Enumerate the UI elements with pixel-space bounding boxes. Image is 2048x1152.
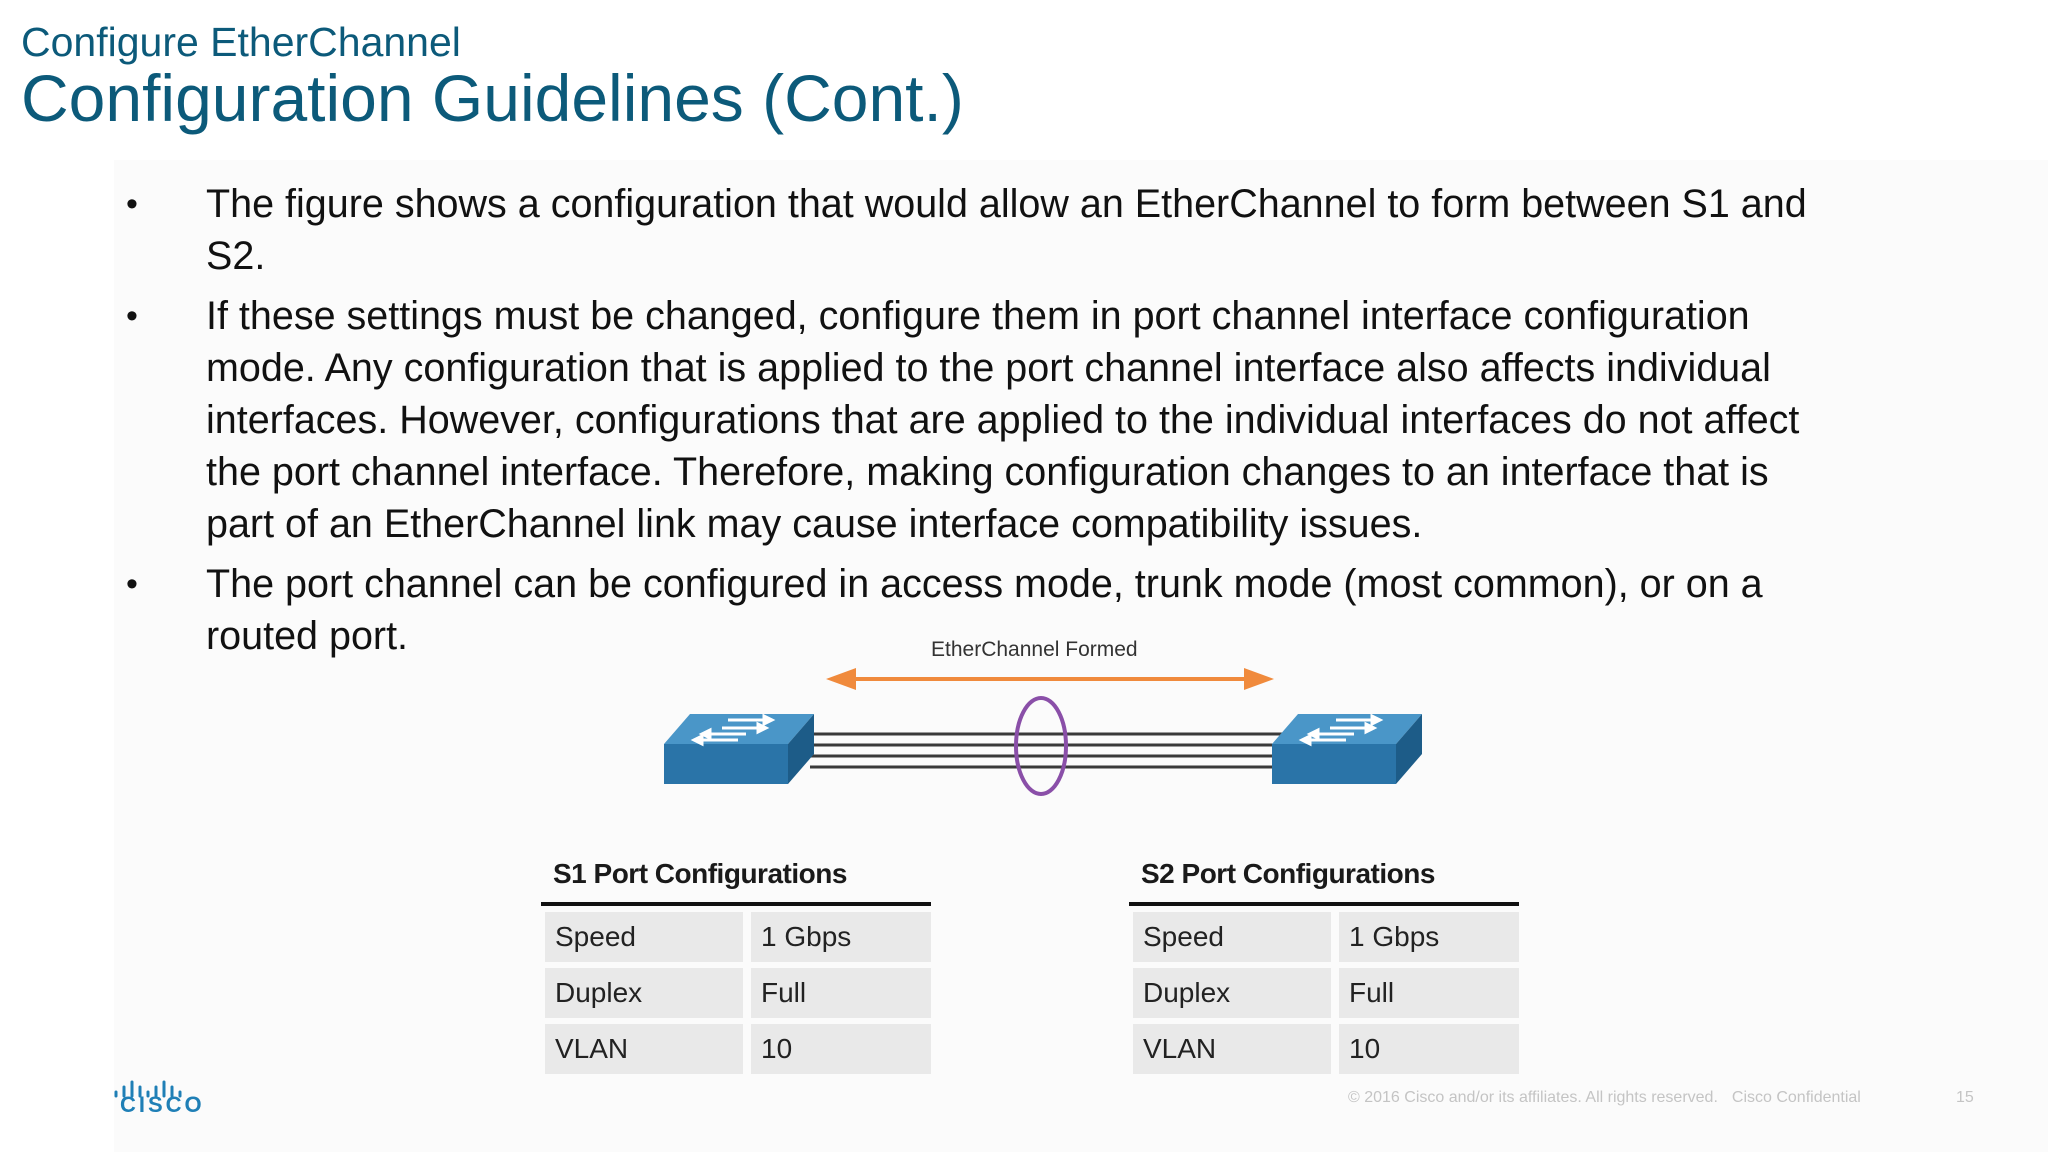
table-cell-key: Speed <box>1133 912 1331 962</box>
confidential-text: Cisco Confidential <box>1731 1089 1861 1106</box>
table-cell-value: 1 Gbps <box>751 912 931 962</box>
etherchannel-diagram: EtherChannel Formed <box>650 630 1470 820</box>
table-row: VLAN 10 <box>1133 1024 1519 1074</box>
bullet-line: S2. <box>206 234 266 278</box>
bullet-line: the port channel interface. Therefore, m… <box>206 450 1769 494</box>
bullet-text: The figure shows a configuration that wo… <box>206 178 1966 282</box>
bullet-symbol: • <box>126 297 138 335</box>
table-row: VLAN 10 <box>545 1024 931 1074</box>
table-cell-value: 10 <box>751 1024 931 1074</box>
table-rule <box>1129 902 1519 906</box>
table-row: Duplex Full <box>545 968 931 1018</box>
table-row: Duplex Full <box>1133 968 1519 1018</box>
table-cell-key: Duplex <box>545 968 743 1018</box>
page-number: 15 <box>1956 1089 1974 1106</box>
bullet-text: The port channel can be configured in ac… <box>206 558 1966 662</box>
port-channel-bundle-icon <box>1014 696 1068 796</box>
bullet-line: routed port. <box>206 614 409 658</box>
bullet-line: If these settings must be changed, confi… <box>206 294 1750 338</box>
section-kicker: Configure EtherChannel <box>21 19 461 65</box>
ethernet-links <box>810 732 1290 769</box>
etherchannel-formed-label: EtherChannel Formed <box>931 638 1138 661</box>
table-cell-key: Speed <box>545 912 743 962</box>
table-cell-key: VLAN <box>545 1024 743 1074</box>
copyright-text: © 2016 Cisco and/or its affiliates. All … <box>1348 1089 1718 1106</box>
content-area <box>114 160 2048 1152</box>
cisco-logo-wordmark: CISCO <box>120 1092 205 1117</box>
table-header: S1 Port Configurations <box>553 858 847 889</box>
table-cell-key: Duplex <box>1133 968 1331 1018</box>
footer-copyright: © 2016 Cisco and/or its affiliates. All … <box>1348 1089 1861 1107</box>
cisco-logo-icon <box>114 1080 182 1098</box>
etherchannel-arrow-icon <box>826 668 1274 690</box>
table-header: S2 Port Configurations <box>1141 858 1435 889</box>
table-cell-key: VLAN <box>1133 1024 1331 1074</box>
table-cell-value: 1 Gbps <box>1339 912 1519 962</box>
table-rule <box>541 902 931 906</box>
bullet-line: The port channel can be configured in ac… <box>206 562 1763 606</box>
slide-title: Configuration Guidelines (Cont.) <box>21 61 964 135</box>
bullet-line: part of an EtherChannel link may cause i… <box>206 502 1423 546</box>
bullet-line: The figure shows a configuration that wo… <box>206 182 1807 226</box>
table-cell-value: Full <box>1339 968 1519 1018</box>
bullet-text: If these settings must be changed, confi… <box>206 290 1966 550</box>
table-row: Speed 1 Gbps <box>545 912 931 962</box>
table-cell-value: 10 <box>1339 1024 1519 1074</box>
bullet-symbol: • <box>126 565 138 603</box>
diagram-graphic <box>664 668 1422 796</box>
table-cell-value: Full <box>751 968 931 1018</box>
bullet-symbol: • <box>126 185 138 223</box>
bullet-line: interfaces. However, configurations that… <box>206 398 1800 442</box>
switch-s1-icon <box>664 713 814 784</box>
table-row: Speed 1 Gbps <box>1133 912 1519 962</box>
bullet-line: mode. Any configuration that is applied … <box>206 346 1771 390</box>
switch-s2-icon <box>1272 713 1422 784</box>
